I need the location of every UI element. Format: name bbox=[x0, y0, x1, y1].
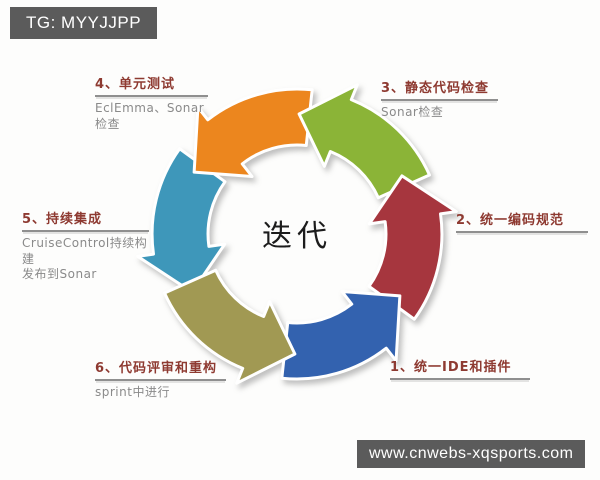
cycle-center-label: 迭代 bbox=[262, 219, 332, 254]
step-label-1-unified-ide: 1、统一IDE和插件 bbox=[390, 356, 530, 380]
step-5-subtitle: CruiseControl持续构建 发布到Sonar bbox=[22, 236, 148, 282]
step-4-subtitle: EclEmma、Sonar检查 bbox=[95, 101, 205, 131]
step-label-4-unit-test: 4、单元测试 EclEmma、Sonar检查 bbox=[95, 73, 208, 132]
step-6-title: 6、代码评审和重构 bbox=[95, 357, 226, 381]
website-watermark-badge: www.cnwebs-xqsports.com bbox=[357, 440, 586, 468]
step-label-2-coding-standard: 2、统一编码规范 bbox=[456, 209, 588, 233]
step-label-3-static-code-check: 3、静态代码检查 Sonar检查 bbox=[381, 77, 498, 121]
step-2-title: 2、统一编码规范 bbox=[456, 209, 588, 233]
step-3-title: 3、静态代码检查 bbox=[381, 77, 498, 101]
tg-watermark-badge: TG: MYYJJPP bbox=[10, 7, 158, 39]
step-6-subtitle: sprint中进行 bbox=[95, 385, 170, 399]
step-label-5-continuous-integration: 5、持续集成 CruiseControl持续构建 发布到Sonar bbox=[22, 208, 149, 283]
step-4-title: 4、单元测试 bbox=[95, 73, 208, 97]
step-1-title: 1、统一IDE和插件 bbox=[390, 356, 530, 380]
step-3-subtitle: Sonar检查 bbox=[381, 105, 444, 119]
step-5-title: 5、持续集成 bbox=[22, 208, 149, 232]
step-label-6-code-review: 6、代码评审和重构 sprint中进行 bbox=[95, 357, 226, 401]
